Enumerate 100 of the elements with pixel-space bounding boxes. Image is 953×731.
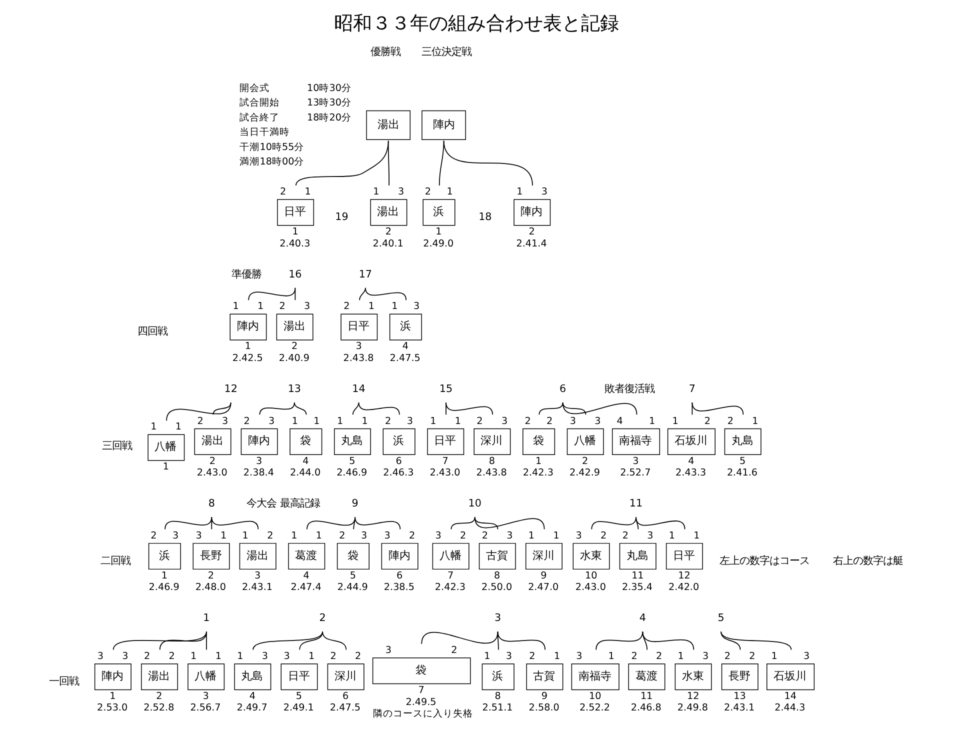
node-label: 1 [430,416,436,427]
node-label: 3 [647,530,654,542]
node-label: 5 [740,456,746,467]
node-label: 3 [196,530,202,542]
node-label: 1 [291,530,298,542]
node-label: 2 [409,530,416,542]
node-label: 2 [168,650,175,662]
node-label: 2 [385,226,392,238]
node-label: 2.40.1 [372,238,404,250]
node-label: 2.49.8 [677,702,708,714]
node-label: 4 [302,456,309,467]
node-label: 1 [314,416,320,427]
node-box: 陣内 [230,314,267,340]
node-label: 1 [771,650,778,662]
node-label: 2.43.8 [476,468,507,479]
node-label: 2.42.9 [569,468,600,479]
node-label: 3 [506,650,512,662]
node-box: 長野 [721,663,758,690]
label: 三位決定戦 [422,46,472,58]
node-label: 9 [541,690,548,702]
node-label: 3 [284,650,290,662]
label: 10時30分 [307,82,352,94]
node-label: 2.46.8 [630,702,662,714]
node-label: 11 [640,690,653,702]
node-label: 2.43.0 [196,468,228,479]
node-label: 1 [220,530,227,542]
node-label: 1 [175,422,182,433]
node-label: 1 [535,456,542,467]
node-label: 2.46.9 [336,468,368,479]
node-label: 3 [384,530,390,542]
node-label: 2 [704,416,711,427]
node-label: 2.43.0 [430,468,460,479]
label: 右上の数字は艇 [833,554,904,567]
node-box: 陣内 [514,199,551,226]
connector [353,516,356,530]
node-label: 3 [262,650,268,662]
node-text: 17 [358,268,372,280]
connector [562,402,638,416]
connector [322,631,347,650]
connector [596,631,644,650]
node-label: 1 [257,301,264,312]
node-label: 2 [528,226,535,238]
node-text: 5 [718,612,724,624]
connector [474,516,545,530]
connector [211,516,212,530]
label: 開会式 [240,82,270,94]
node-label: 8 [494,570,500,582]
node-label: 1 [752,416,758,427]
node-text: 16 [288,268,302,280]
node-box: 浜 [422,199,456,226]
node-label: 2.38.4 [243,468,274,479]
node-label: 2.43.1 [724,702,755,714]
node-label: 2 [267,530,274,542]
node-label: 2.44.0 [290,468,321,479]
node-box: 袋 [372,658,471,684]
node-box: 八幡 [566,428,604,455]
node-box: 日平 [277,199,314,226]
node-text: 8 [208,497,215,510]
connector [352,402,360,416]
node-label: 3 [385,645,392,656]
node-box: 湯出 [239,542,276,570]
node-label: 2 [727,416,734,427]
node-label: 2.56.7 [190,702,221,714]
node-label: 2.47.0 [528,582,559,594]
node-label: 3 [702,650,709,662]
node-label: 13 [734,690,746,702]
node-label: 3 [398,186,404,198]
node-label: 2.49.1 [283,702,314,714]
node-label: 2 [208,570,214,582]
node-label: 2.44.9 [337,582,368,594]
node-box: 深川 [327,663,364,690]
node-label: 2.47.5 [390,352,420,364]
node-label: 1 [516,186,523,198]
node-label: 2.43.8 [343,352,374,364]
label: 左上の数字はコース [720,554,810,567]
node-label: 2 [330,650,336,662]
connector [642,631,694,650]
node-label: 2.46.9 [148,582,180,594]
connector [295,140,389,186]
node-label: 1 [392,301,398,312]
node-label: 2 [529,650,536,662]
node-text: 10 [468,497,482,510]
node-label: 1 [232,301,239,312]
connector [112,631,207,650]
node-label: 3 [202,690,209,702]
node-label: 2.44.3 [774,702,806,714]
node-label: 2.41.6 [726,468,758,479]
node-text: 6 [560,382,566,395]
node-label: 2.42.0 [668,582,700,594]
node-box: 陣内 [381,542,418,570]
connector [538,402,564,416]
label: 18時20分 [307,112,352,124]
node-label: 2.52.2 [579,702,610,714]
node-label: 3 [360,530,368,542]
label: 試合終了 [240,112,280,124]
node-label: 2.40.9 [278,352,310,364]
node-label: 8 [488,456,496,467]
node-label: 1 [215,650,222,662]
node-box: 水東 [572,542,610,570]
node-label: 1 [292,226,298,238]
